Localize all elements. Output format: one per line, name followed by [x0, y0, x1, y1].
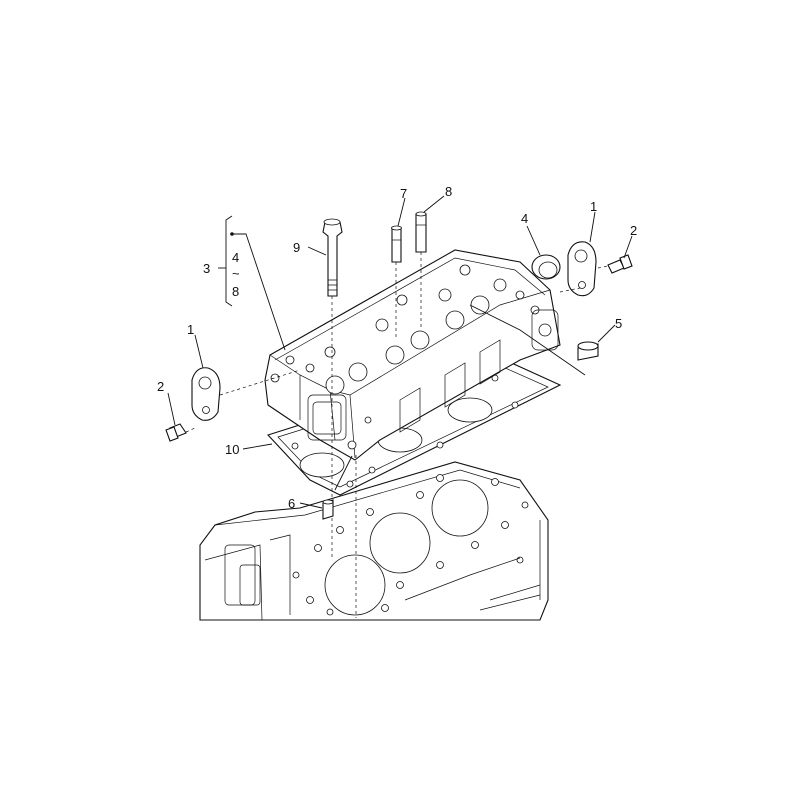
- bolt-right: [607, 254, 633, 274]
- callout-3-range-tilde: ~: [232, 266, 240, 281]
- callout-10: 10: [225, 442, 239, 457]
- callout-5: 5: [615, 316, 622, 331]
- callout-1-right: 1: [590, 199, 597, 214]
- valve-guide-7: [391, 225, 402, 340]
- callout-1-left: 1: [187, 322, 194, 337]
- hanger-bracket-right: [567, 241, 597, 297]
- callout-3: 3: [203, 261, 210, 276]
- callout-4: 4: [521, 211, 528, 226]
- plug-5: [577, 341, 599, 361]
- engine-block: [199, 461, 549, 621]
- callout-2-right: 2: [630, 223, 637, 238]
- bolt-left: [165, 423, 187, 442]
- alignment-lines: [185, 265, 609, 618]
- callout-labels: 1 2 4 5 7 8 9 1 2 10 6 3 4 ~ 8: [157, 184, 637, 511]
- callout-2-left: 2: [157, 379, 164, 394]
- plug-4: [531, 254, 561, 280]
- callout-3-range-to: 8: [232, 284, 239, 299]
- callout-8: 8: [445, 184, 452, 199]
- head-bolt: [322, 218, 343, 560]
- plug-6: [322, 499, 334, 520]
- valve-guide-8: [415, 211, 427, 330]
- hanger-bracket-left: [191, 367, 221, 421]
- callout-6: 6: [288, 496, 295, 511]
- callout-3-range-from: 4: [232, 250, 239, 265]
- callout-9: 9: [293, 240, 300, 255]
- leader-lines: [167, 195, 633, 509]
- callout-7: 7: [400, 186, 407, 201]
